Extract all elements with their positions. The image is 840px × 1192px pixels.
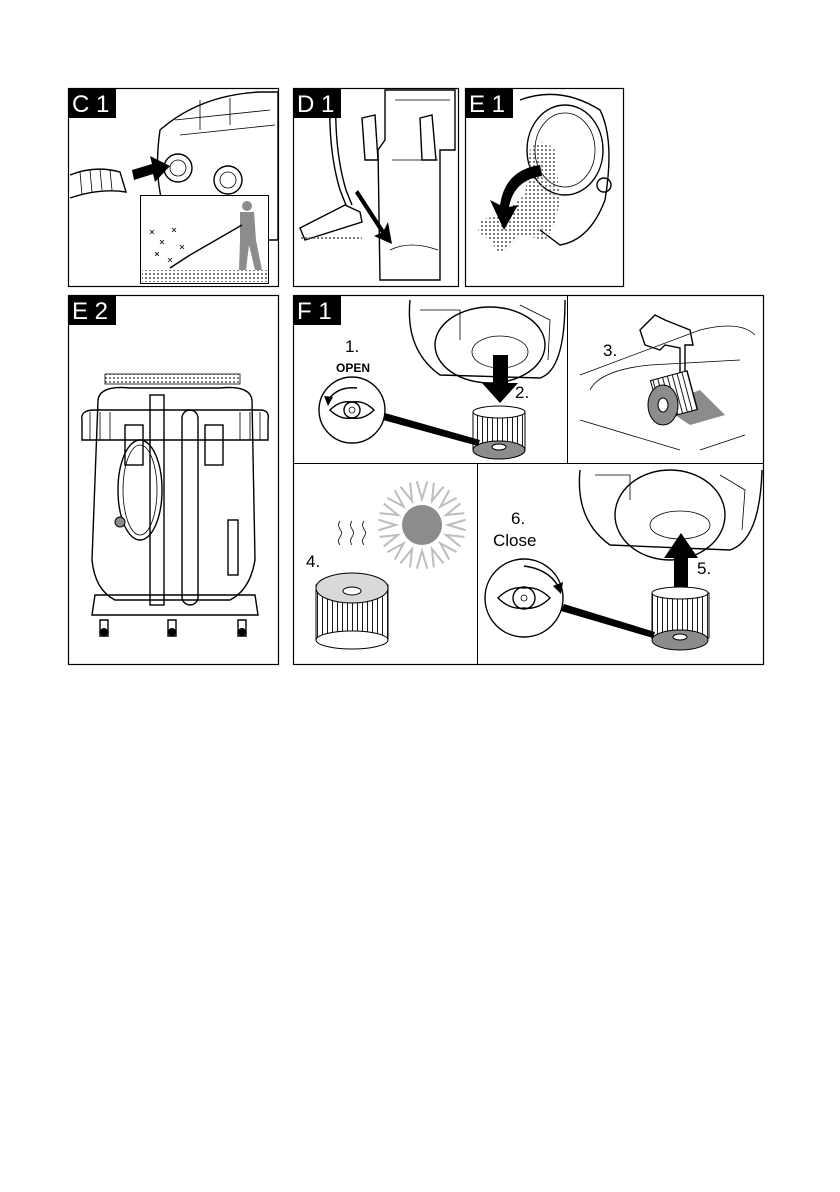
sun-ray: [386, 540, 407, 561]
figure-d1: D 1: [292, 87, 460, 288]
pointer-arrow: [355, 190, 392, 244]
step-dry-filter: 4.: [306, 481, 466, 650]
step-number: 1.: [345, 337, 359, 356]
figure-label: F 1: [297, 298, 332, 325]
insert-arrow: [132, 156, 170, 182]
figure-label-box: [68, 88, 116, 118]
figure-label: D 1: [297, 91, 334, 118]
pour-arrow: [490, 165, 542, 230]
sun-ray: [378, 518, 400, 532]
step-number: 6.: [511, 509, 525, 528]
figure-c1: C 1: [67, 87, 280, 288]
step-insert-close-filter: 6. Close 5.: [484, 469, 763, 651]
figure-e1: E 1: [464, 87, 625, 288]
sun-ray: [430, 482, 445, 505]
sun-icon: [378, 481, 466, 569]
sun-ray: [437, 489, 458, 510]
sun-ray: [399, 482, 414, 505]
sun-ray: [444, 518, 466, 532]
down-arrow: [482, 355, 518, 403]
figure-label: C 1: [72, 91, 109, 118]
sun-ray: [386, 489, 407, 510]
figure-label-box: [293, 88, 341, 118]
step-number: 4.: [306, 552, 320, 571]
figure-label-box: [68, 295, 116, 325]
sun-ray: [442, 533, 465, 548]
up-arrow: [664, 533, 698, 595]
leader-line: [561, 604, 655, 638]
step-number: 5.: [697, 559, 711, 578]
vacuum-rear-storage-illustration: [81, 373, 270, 637]
step-text: Close: [493, 531, 536, 550]
sun-ray: [415, 547, 429, 569]
step-open-remove-filter: 1. OPEN 2.: [318, 299, 566, 460]
leader-line: [383, 413, 480, 446]
step-number: 3.: [603, 341, 617, 360]
figure-e2: E 2: [67, 294, 280, 666]
figure-f1: 1. OPEN 2. 3. 4.: [292, 294, 765, 666]
step-rinse-filter: 3.: [579, 314, 756, 451]
step-text: OPEN: [336, 361, 370, 375]
sun-ray: [415, 481, 429, 503]
sun-ray: [379, 533, 402, 548]
sun-ray: [379, 502, 402, 517]
wet-cleaning-inset: [140, 195, 269, 284]
step-number: 2.: [515, 383, 529, 402]
sun-ray: [430, 545, 445, 568]
figure-label: E 2: [72, 298, 108, 325]
figure-label-box: [465, 88, 513, 118]
sun-ray: [437, 540, 458, 561]
figure-label: E 1: [469, 91, 505, 118]
sun-ray: [442, 502, 465, 517]
sun-ray: [399, 545, 414, 568]
figure-label-box: [293, 295, 341, 325]
steam-lines: [338, 520, 366, 546]
